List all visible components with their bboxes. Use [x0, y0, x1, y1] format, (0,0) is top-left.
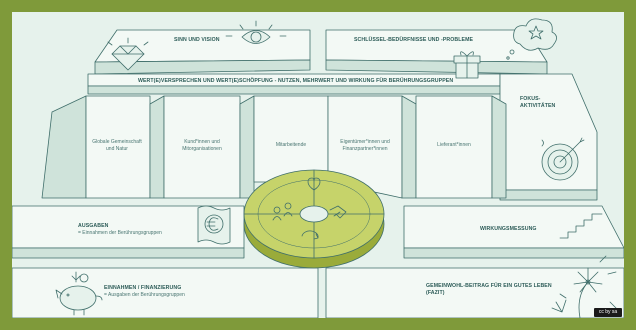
- block-fokus-aktivitaeten: [500, 74, 597, 200]
- label-gemeinwohl-line2: (FAZIT): [426, 290, 445, 297]
- gift-icon: [454, 52, 480, 78]
- label-globale-line2: und Natur: [80, 146, 154, 153]
- euro-receipt-icon: [198, 206, 230, 244]
- label-wertversprechen: WERT(E)VERSPRECHEN UND WERT(E)SCHÖPFUNG …: [138, 78, 453, 85]
- value-wheel: [244, 170, 384, 268]
- label-eigentuemer-line1: Eigentümer*innen und: [328, 139, 402, 146]
- label-gemeinwohl-line1: GEMEINWOHL-BEITRAG FÜR EIN GUTES LEBEN: [426, 283, 552, 290]
- label-schluesselbeduerfnisse: SCHLÜSSEL-BEDÜRFNISSE UND -PROBLEME: [354, 37, 473, 44]
- label-einnahmen: EINNAHMEN / FINANZIERUNG: [104, 285, 181, 292]
- label-kundinnen-line2: Mitorganisationen: [164, 146, 240, 153]
- model-canvas: SINN UND VISION SCHLÜSSEL-BEDÜRFNISSE UN…: [12, 12, 624, 318]
- label-mitarbeitende: Mitarbeitende: [254, 142, 328, 149]
- label-eigentuemer-line2: Finanzpartner*innen: [328, 146, 402, 153]
- label-wirkungsmessung: WIRKUNGSMESSUNG: [480, 226, 537, 233]
- label-ausgaben-sub: = Einnahmen der Berührungsgruppen: [78, 230, 162, 237]
- label-kundinnen-line1: Kund*innen und: [164, 139, 240, 146]
- license-badge[interactable]: cc by sa: [594, 308, 622, 317]
- label-fokus-line2: AKTIVITÄTEN: [520, 103, 555, 110]
- label-fokus-line1: FOKUS-: [520, 96, 540, 103]
- label-lieferantinnen: Lieferant*innen: [416, 142, 492, 149]
- label-ausgaben: AUSGABEN: [78, 223, 109, 230]
- label-sinn-und-vision: SINN UND VISION: [174, 37, 220, 44]
- label-globale-line1: Globale Gemeinschaft: [80, 139, 154, 146]
- model-drawing: [12, 12, 624, 318]
- label-einnahmen-sub: = Ausgaben der Berührungsgruppen: [104, 292, 185, 299]
